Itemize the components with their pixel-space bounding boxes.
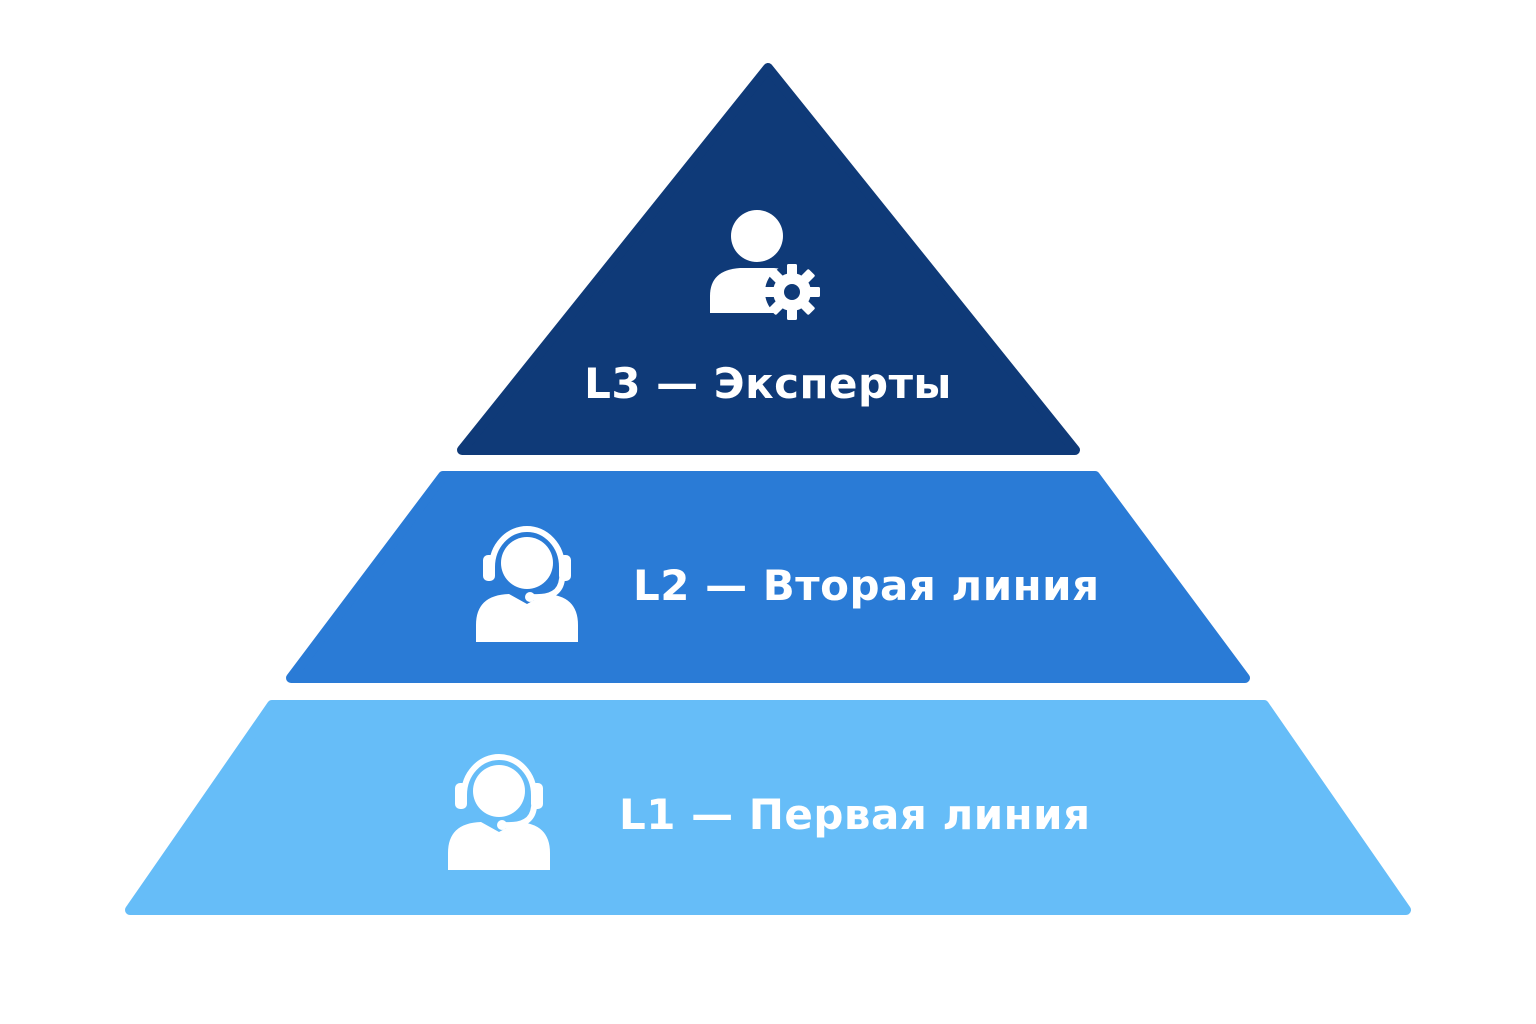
tier-l3: L3 — Эксперты xyxy=(457,63,1080,455)
gear-icon xyxy=(764,264,820,320)
tier-l1: L1 — Первая линия xyxy=(125,700,1411,915)
tier-l2: L2 — Вторая линия xyxy=(286,471,1250,683)
tier-l1-label: L1 — Первая линия xyxy=(619,790,1091,839)
tier-l2-label: L2 — Вторая линия xyxy=(633,561,1100,610)
headset-agent-icon xyxy=(476,526,578,642)
user-gear-icon xyxy=(710,210,820,320)
tier-l3-label: L3 — Эксперты xyxy=(584,359,952,408)
headset-agent-icon xyxy=(448,754,550,870)
